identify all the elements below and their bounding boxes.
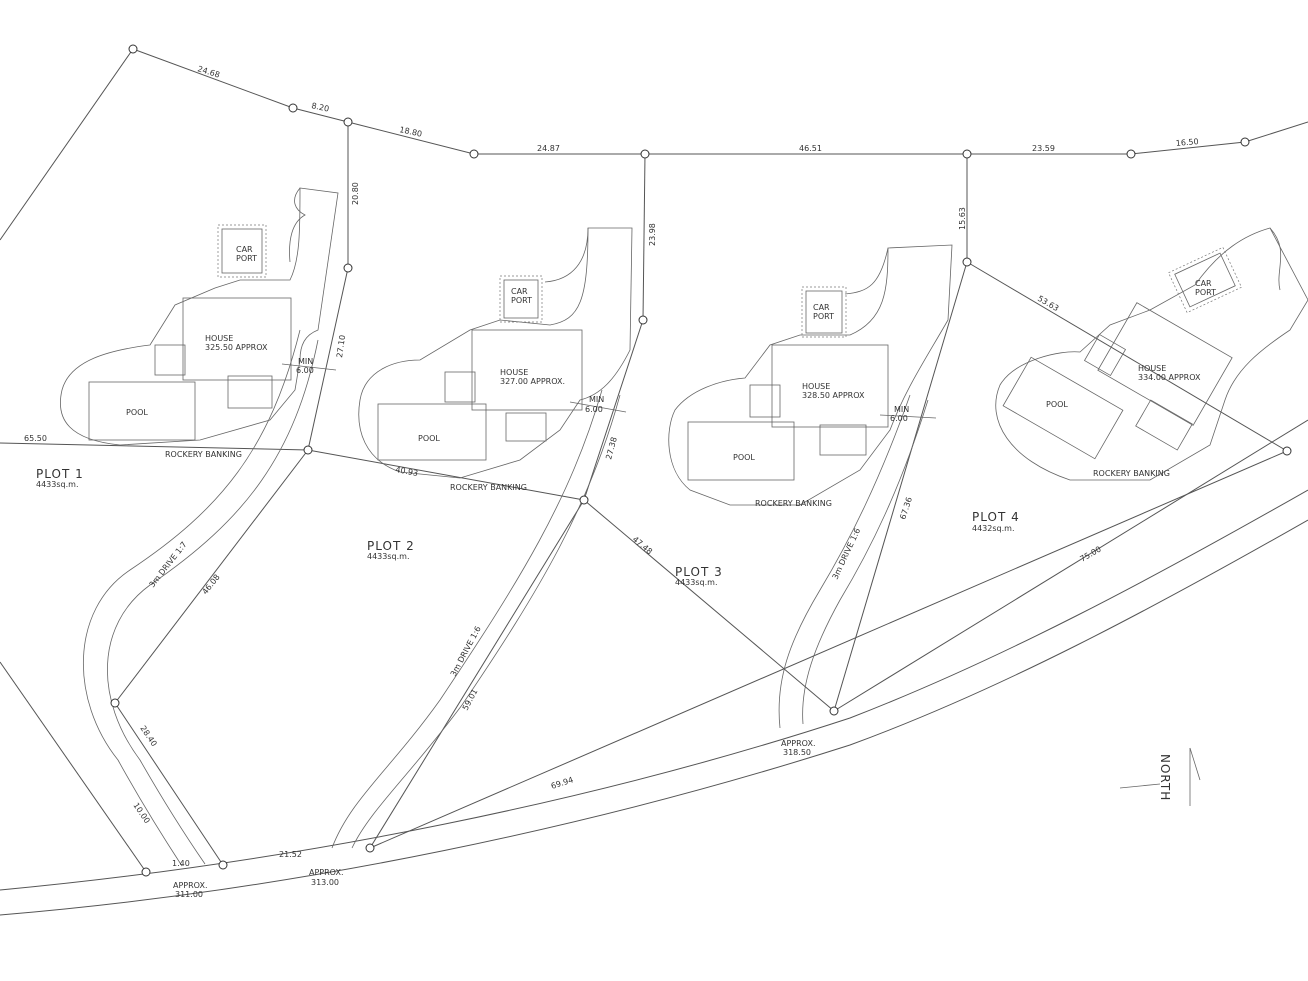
dim-small2: 1.40 <box>172 859 190 868</box>
plot-1-min: MIN <box>298 357 313 366</box>
boundary-lines <box>0 48 1308 873</box>
level-2-value: 313.00 <box>311 878 339 887</box>
plot-1-house: HOUSE <box>205 334 233 343</box>
plot-2-carport-line2: PORT <box>511 296 532 305</box>
dim-v2: 23.98 <box>648 223 657 246</box>
plot-1-min-value: 6.00 <box>296 366 314 375</box>
dim-top-e: 46.51 <box>799 144 822 153</box>
plot-4-pool: POOL <box>1046 400 1068 409</box>
dim-v3b: 67.36 <box>898 496 914 521</box>
dim-v1b: 27.10 <box>335 334 347 358</box>
level-2-word: APPROX. <box>309 868 344 877</box>
plot-4-house: HOUSE <box>1138 364 1166 373</box>
north-label: NORTH <box>1158 754 1172 801</box>
drive-1-label: 3m DRIVE 1:7 <box>147 540 188 589</box>
plot-3-house-area: 328.50 APPROX <box>802 391 865 400</box>
plot-1-name: PLOT 1 <box>36 467 84 481</box>
dim-p3diag: 47.48 <box>631 535 654 557</box>
plot-3-house: HOUSE <box>802 382 830 391</box>
plot-2-house-area: 327.00 APPROX. <box>500 377 565 386</box>
plot-1-rockery: ROCKERY BANKING <box>165 450 242 459</box>
plot-2-area: 4433sq.m. <box>367 552 409 561</box>
plot-3-carport-line1: CAR <box>813 303 830 312</box>
dim-top-b: 8.20 <box>311 101 330 114</box>
plot-1-house-area: 325.50 APPROX <box>205 343 268 352</box>
dim-drive2: 59.01 <box>461 687 480 711</box>
plot-2-name: PLOT 2 <box>367 539 415 553</box>
dim-top-d: 24.87 <box>537 144 560 153</box>
dim-top-c: 18.80 <box>399 125 423 139</box>
plot-3-rockery: ROCKERY BANKING <box>755 499 832 508</box>
plot-4-carport-line1: CAR <box>1195 279 1212 288</box>
dim-v3: 15.63 <box>958 207 967 230</box>
dim-mid: 40.93 <box>395 465 419 478</box>
dim-diag1: 46.08 <box>200 573 221 597</box>
plot-4-rockery: ROCKERY BANKING <box>1093 469 1170 478</box>
plot-1-buildings <box>60 187 339 446</box>
plot-3-area: 4433sq.m. <box>675 578 717 587</box>
level-3-word: APPROX. <box>781 739 816 748</box>
dim-top-f: 23.59 <box>1032 144 1055 153</box>
plot-2-min: MIN <box>589 395 604 404</box>
plot-3-min-value: 6.00 <box>890 414 908 423</box>
plot-3-buildings <box>668 244 953 506</box>
dim-road2: 75.00 <box>1079 544 1103 563</box>
dim-small3: 21.52 <box>279 850 302 859</box>
plot-2-rockery: ROCKERY BANKING <box>450 483 527 492</box>
dim-left: 65.50 <box>24 434 47 443</box>
plot-4-house-area: 334.00 APPROX <box>1138 373 1201 382</box>
dim-road1: 69.94 <box>550 775 575 791</box>
plot-4-carport-line2: PORT <box>1195 288 1216 297</box>
setback-markers <box>281 363 937 419</box>
drive-3-label: 3m DRIVE 1:6 <box>831 527 863 581</box>
plot-2-buildings <box>358 227 633 479</box>
plot-4-name: PLOT 4 <box>972 510 1020 524</box>
survey-nodes <box>110 44 1292 877</box>
plot-1-carport-line1: CAR <box>236 245 253 254</box>
driveways <box>83 329 929 867</box>
plot-3-carport-line2: PORT <box>813 312 834 321</box>
plot-1-area: 4433sq.m. <box>36 480 78 489</box>
drive-2-label: 3m DRIVE 1:6 <box>449 625 483 678</box>
plot-3-min: MIN <box>894 405 909 414</box>
plot-3-pool: POOL <box>733 453 755 462</box>
plot-1-carport-line2: PORT <box>236 254 257 263</box>
plot-4-buildings <box>995 227 1308 481</box>
level-1-word: APPROX. <box>173 881 208 890</box>
plot-3-name: PLOT 3 <box>675 565 723 579</box>
level-3-value: 318.50 <box>783 748 811 757</box>
dim-diag2: 28.40 <box>138 724 158 748</box>
plot-1-pool: POOL <box>126 408 148 417</box>
plot-4-area: 4432sq.m. <box>972 524 1014 533</box>
north-arrow: NORTH <box>1119 747 1201 806</box>
level-1-value: 311.00 <box>175 890 203 899</box>
plot-2-house: HOUSE <box>500 368 528 377</box>
plot-2-pool: POOL <box>418 434 440 443</box>
dim-v1: 20.80 <box>351 182 360 205</box>
plot-2-min-value: 6.00 <box>585 405 603 414</box>
road <box>0 489 1308 916</box>
dim-top-g: 16.50 <box>1175 137 1199 148</box>
plot-2-carport-line1: CAR <box>511 287 528 296</box>
